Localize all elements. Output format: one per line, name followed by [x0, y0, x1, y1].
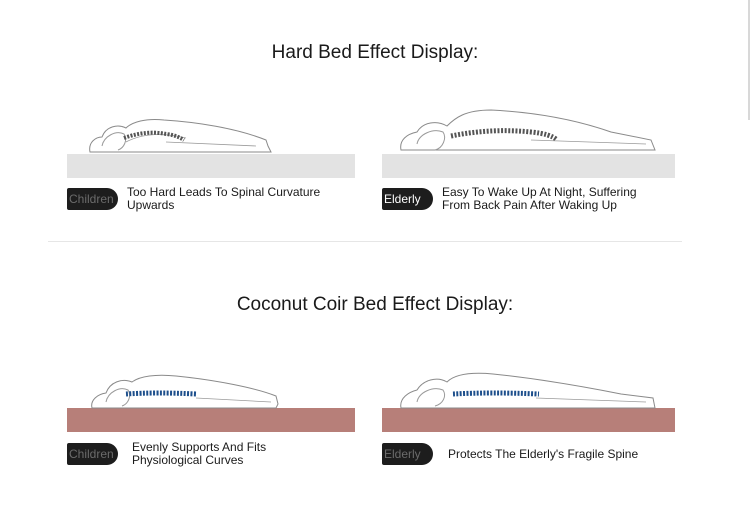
edge-strip: [748, 0, 750, 120]
badge-elderly: Elderly: [382, 443, 433, 465]
coir-elderly-caption: Protects The Elderly's Fragile Spine: [448, 447, 639, 461]
hard-elderly-caption: Easy To Wake Up At Night, Suffering From…: [442, 185, 637, 212]
coir-children-caption: Evenly Supports And Fits Physiological C…: [132, 440, 267, 467]
elderly-sleeper-head: [416, 130, 446, 151]
hard-bed-elderly-illustration: [382, 109, 675, 178]
coir-bed-children-panel: Children Evenly Supports And Fits Physio…: [66, 360, 356, 490]
coir-mattress: [67, 408, 355, 432]
section-divider: [48, 241, 682, 242]
hard-bed-children-panel: Children Too Hard Leads To Spinal Curvat…: [66, 104, 356, 234]
badge-elderly: Elderly: [382, 188, 433, 210]
hard-mattress: [382, 154, 675, 178]
children-sleeper-body: [89, 119, 272, 153]
children-sleeper-head: [101, 132, 127, 151]
hard-bed-title: Hard Bed Effect Display:: [271, 42, 479, 63]
coir-bed-elderly-panel: Elderly Protects The Elderly's Fragile S…: [381, 360, 675, 490]
coir-bed-title: Coconut Coir Bed Effect Display:: [236, 294, 514, 315]
elderly-spine-supported: [452, 390, 540, 397]
children-sleeper-head: [105, 388, 131, 407]
elderly-sleeper-body: [400, 372, 656, 409]
coir-bed-elderly-illustration: [382, 372, 675, 432]
hard-mattress: [67, 154, 355, 178]
hard-bed-elderly-panel: Elderly Easy To Wake Up At Night, Suffer…: [381, 104, 675, 234]
badge-children: Children: [67, 188, 118, 210]
children-spine-supported: [125, 390, 197, 397]
elderly-spine-hard: [450, 128, 559, 142]
elderly-sleeper-head: [416, 388, 446, 407]
hard-bed-children-illustration: [67, 119, 355, 178]
badge-children: Children: [67, 443, 118, 465]
hard-children-caption: Too Hard Leads To Spinal Curvature Upwar…: [127, 185, 321, 212]
coir-bed-children-illustration: [67, 374, 355, 432]
coir-mattress: [382, 408, 675, 432]
children-spine-hard: [123, 130, 186, 142]
